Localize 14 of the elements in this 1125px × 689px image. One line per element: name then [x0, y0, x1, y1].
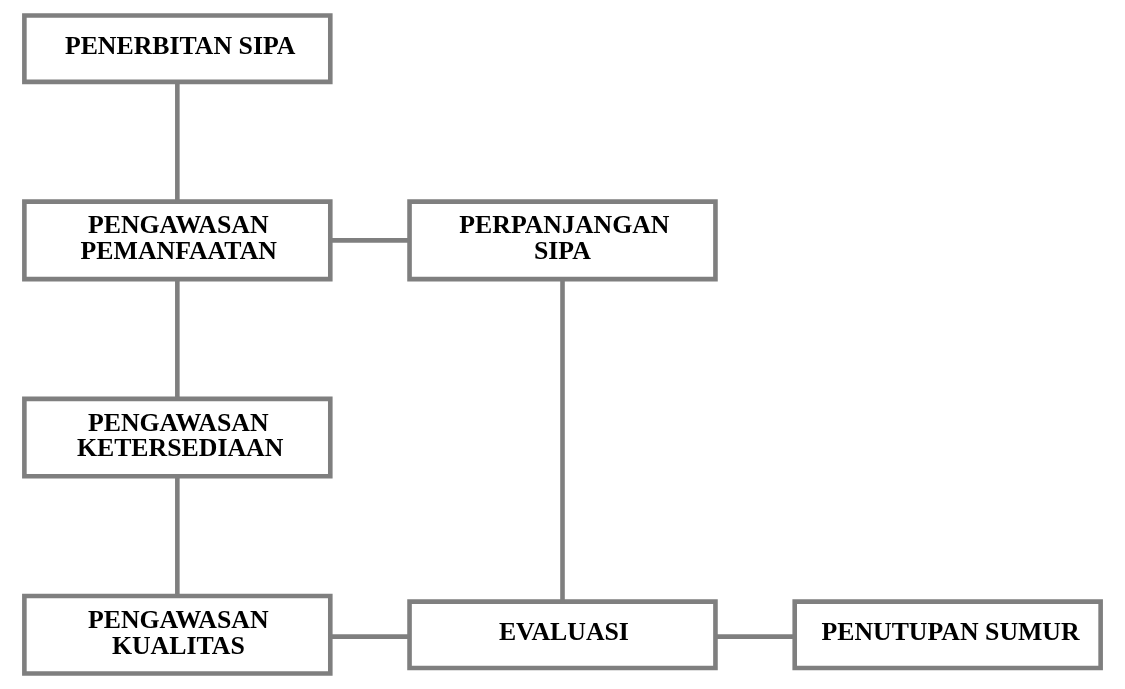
node-box: EVALUASI [407, 599, 718, 671]
connector [175, 476, 180, 596]
node-box: PERPANJANGAN SIPA [407, 199, 718, 282]
connector [715, 634, 795, 639]
node-box: PENERBITAN SIPA [22, 13, 333, 85]
node-box: PENUTUPAN SUMUR [792, 599, 1103, 671]
connector [330, 238, 410, 243]
connector [175, 82, 180, 202]
connector [330, 634, 410, 639]
connector [560, 279, 565, 602]
connector [175, 279, 180, 399]
node-box: PENGAWASAN KETERSEDIAAN [22, 396, 333, 479]
node-box: PENGAWASAN PEMANFAATAN [22, 199, 333, 282]
node-box: PENGAWASAN KUALITAS [22, 593, 333, 676]
